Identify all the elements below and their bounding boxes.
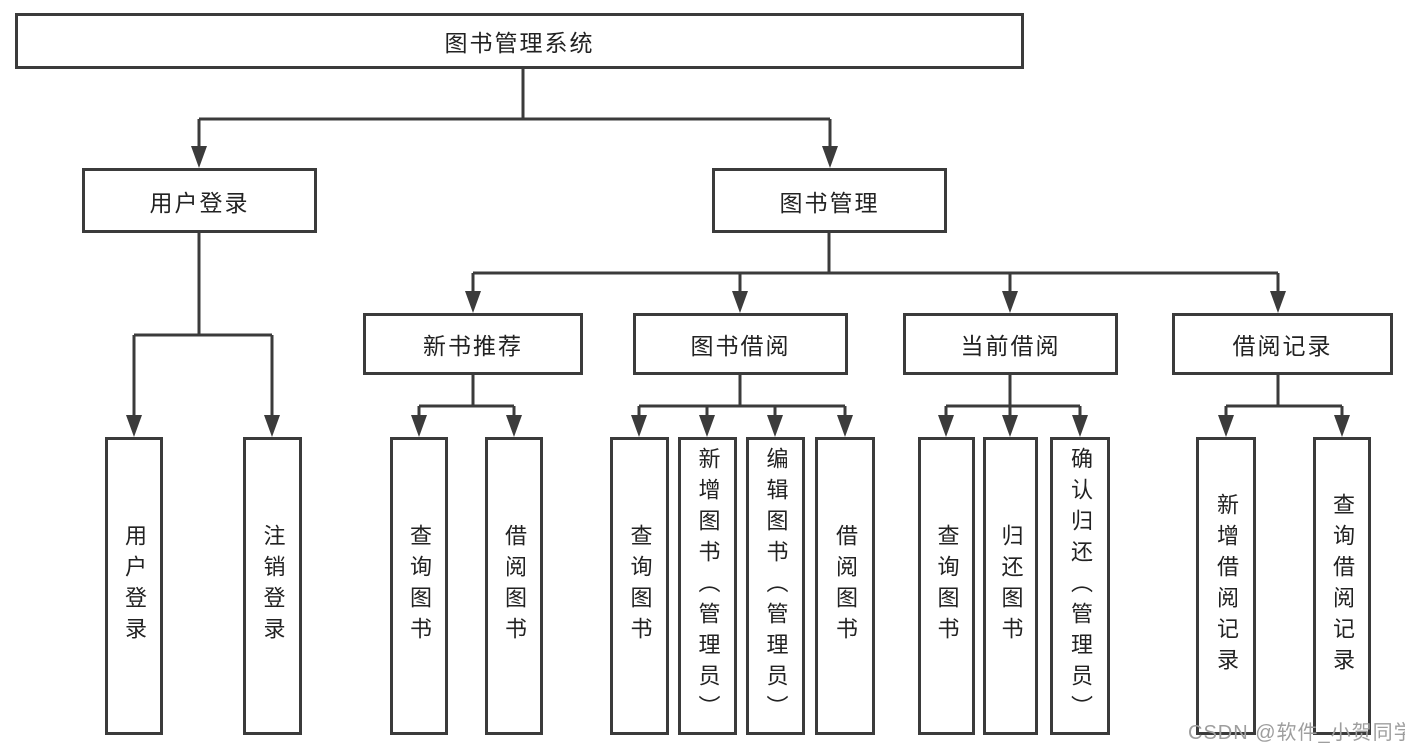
node-borrowing-records: 借阅记录: [1172, 313, 1393, 375]
node-label: 用户登录: [149, 189, 250, 216]
node-label: 借阅记录: [1232, 333, 1333, 359]
node-label: 查询图书: [407, 524, 432, 648]
node-label: 图书管理: [779, 189, 880, 216]
node-label: 查询借阅记录: [1330, 493, 1355, 679]
node-label: 借阅图书: [833, 524, 858, 648]
node-new-books: 新书推荐: [363, 313, 583, 375]
leaf-current-return-books: 归还图书: [983, 437, 1038, 735]
node-label: 用户登录: [122, 524, 147, 648]
leaf-user-login: 用户登录: [105, 437, 163, 735]
node-user-login: 用户登录: [82, 168, 317, 233]
leaf-records-query-record: 查询借阅记录: [1313, 437, 1371, 735]
node-label: 编辑图书（管理员）: [763, 446, 789, 726]
node-current-borrowing: 当前借阅: [903, 313, 1118, 375]
node-label: 查询图书: [934, 524, 960, 648]
leaf-borrow-add-books-admin: 新增图书（管理员）: [678, 437, 737, 735]
node-label: 借阅图书: [502, 524, 527, 648]
node-label: 注销登录: [260, 524, 286, 648]
node-label: 新增图书（管理员）: [695, 446, 721, 726]
leaf-borrow-borrow-books: 借阅图书: [815, 437, 875, 735]
node-label: 新书推荐: [423, 333, 523, 359]
node-label: 新增借阅记录: [1214, 493, 1239, 679]
leaf-borrow-query-books: 查询图书: [610, 437, 669, 735]
node-book-borrowing: 图书借阅: [633, 313, 848, 375]
node-label: 图书管理系统: [444, 30, 595, 56]
watermark: CSDN @软件_小贺同学: [1188, 722, 1405, 744]
node-label: 图书借阅: [690, 333, 791, 359]
leaf-current-confirm-return-admin: 确认归还（管理员）: [1050, 437, 1110, 735]
leaf-newbooks-borrow-books: 借阅图书: [485, 437, 543, 735]
leaf-records-add-record: 新增借阅记录: [1196, 437, 1256, 735]
leaf-current-query-books: 查询图书: [918, 437, 975, 735]
node-label: 确认归还（管理员）: [1068, 446, 1093, 726]
leaf-logout-login: 注销登录: [243, 437, 302, 735]
leaf-borrow-edit-books-admin: 编辑图书（管理员）: [746, 437, 805, 735]
node-label: 归还图书: [998, 524, 1024, 648]
leaf-newbooks-query-books: 查询图书: [390, 437, 448, 735]
node-label: 当前借阅: [960, 333, 1061, 359]
node-book-management: 图书管理: [712, 168, 947, 233]
node-root: 图书管理系统: [15, 13, 1024, 69]
node-label: 查询图书: [627, 524, 653, 648]
